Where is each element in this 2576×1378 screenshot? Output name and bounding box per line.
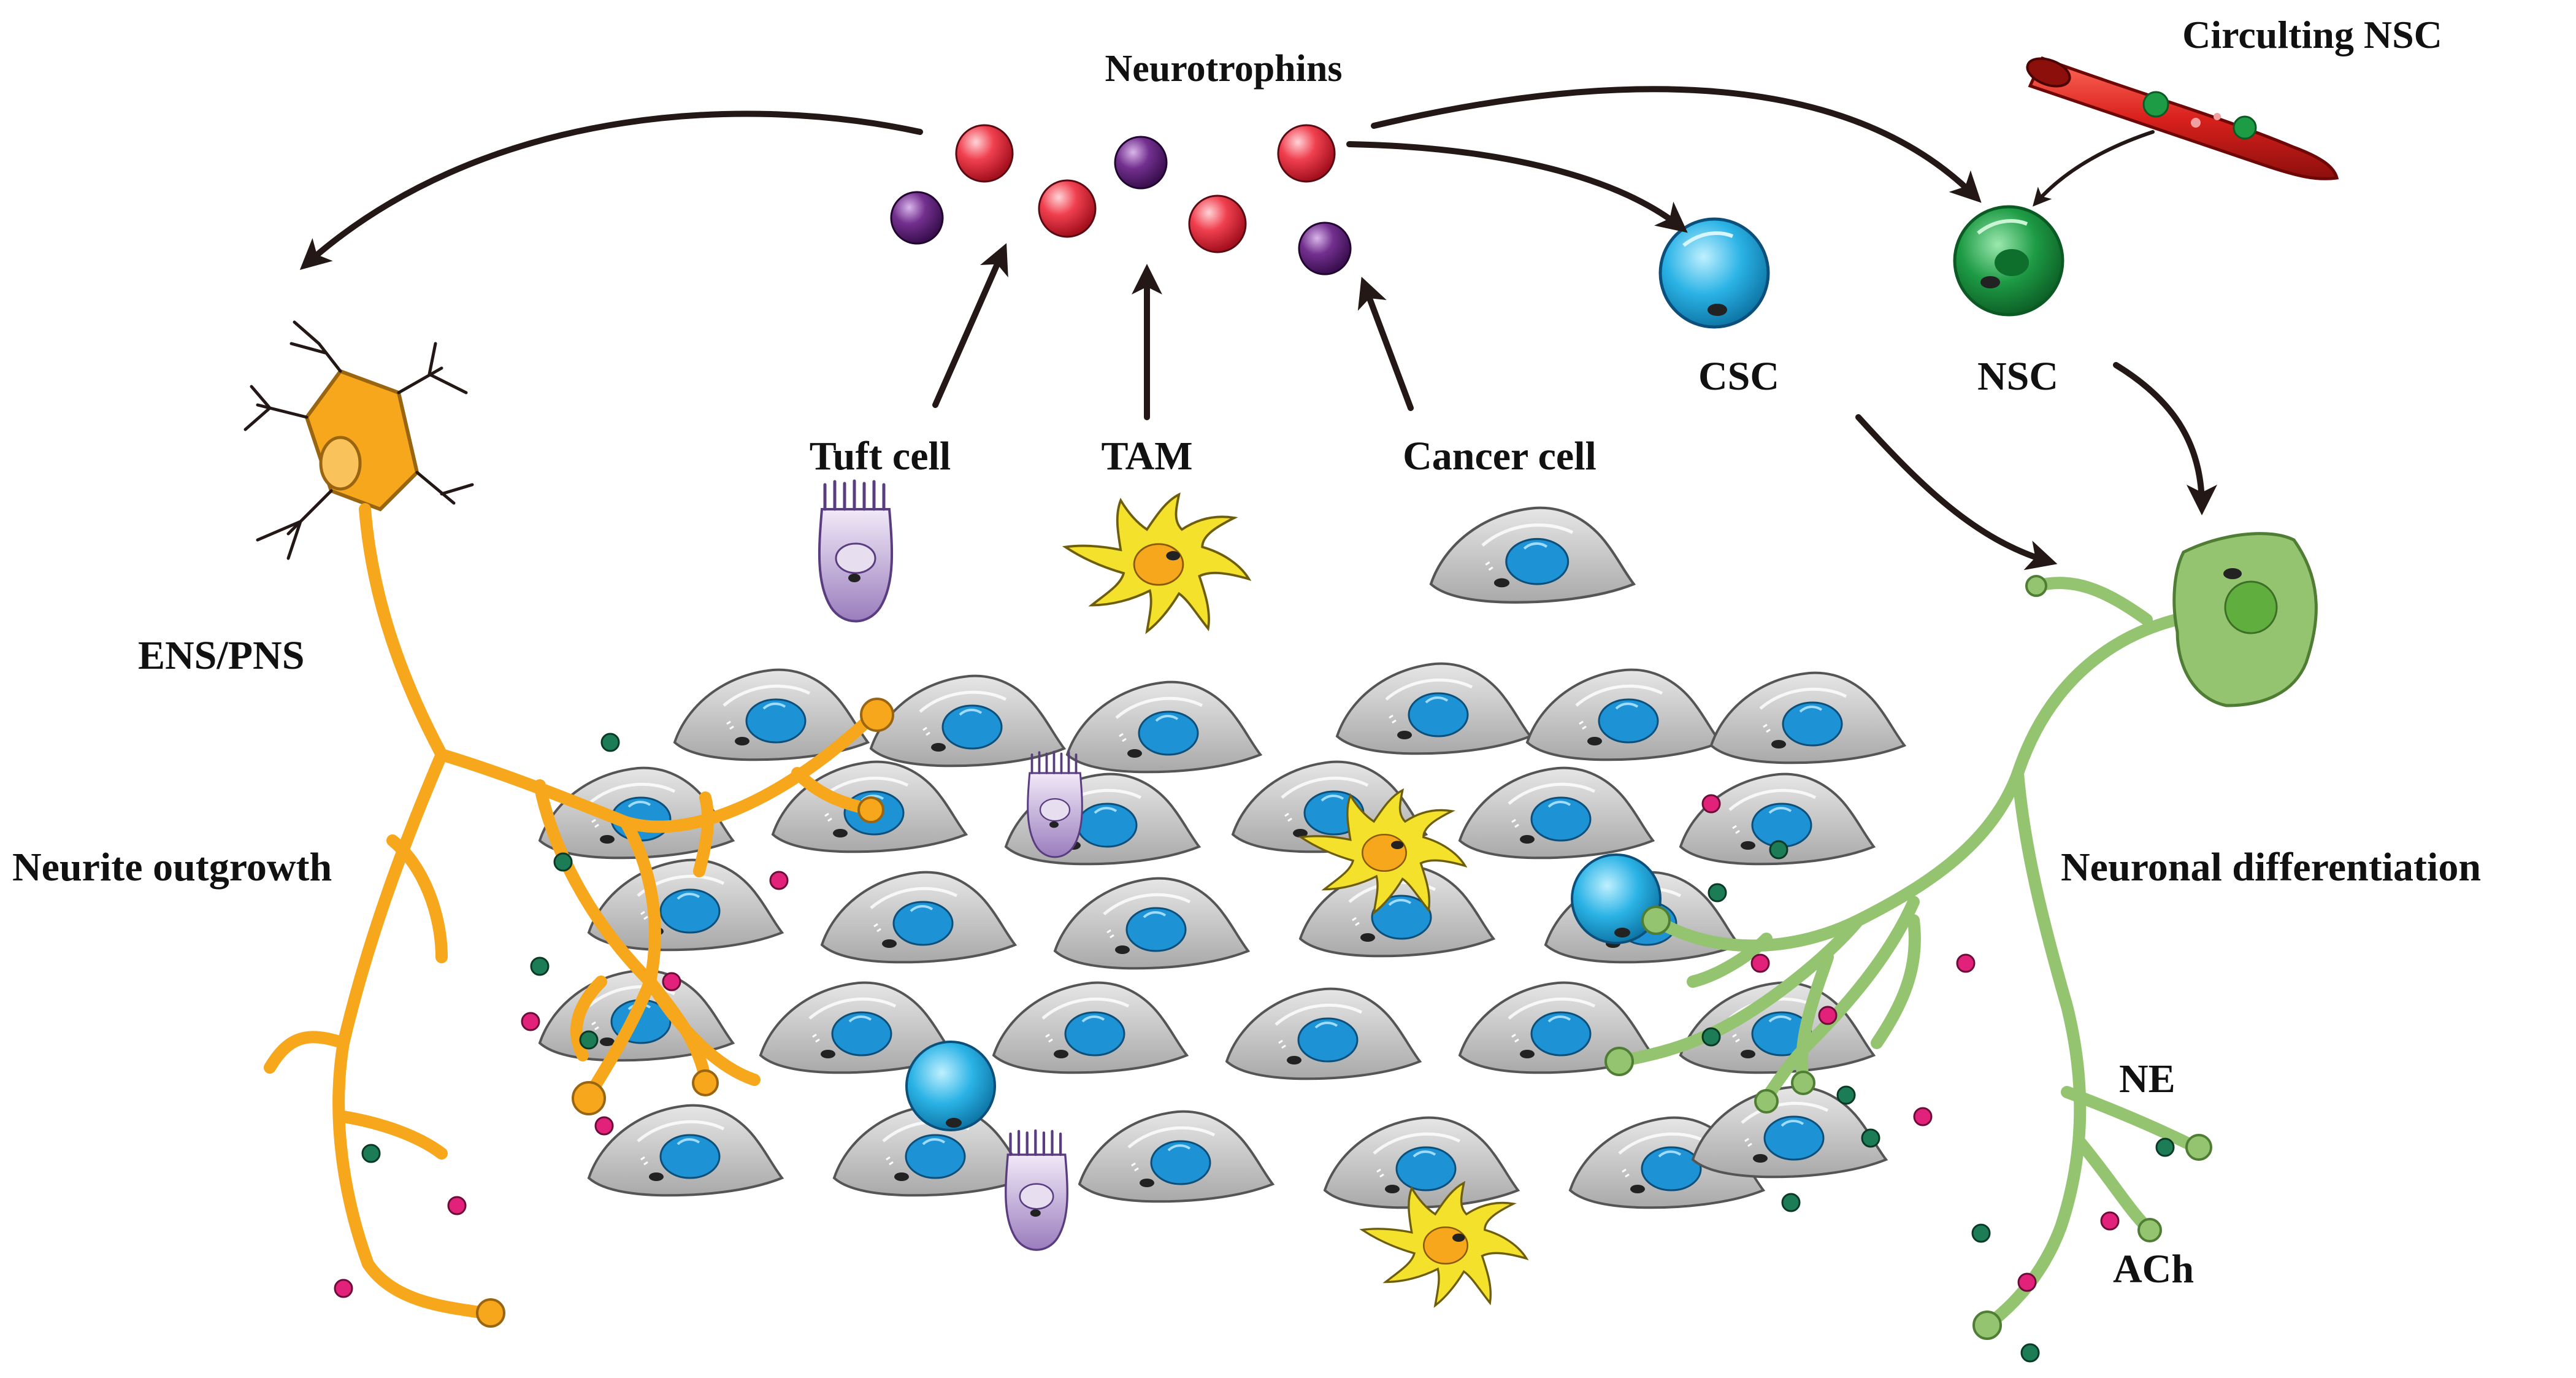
arrow-to-csc [1346,141,1688,233]
cancer-cell-icon [1711,673,1904,763]
ach-label: ACh [2113,1247,2194,1291]
stem-cell-icon [1658,217,1770,329]
tuft-cell-icon [1006,1131,1067,1250]
neurotrophin-particle-icon [890,136,1352,275]
csc-cell [1658,217,1770,329]
diagram-labels: Neurotrophins Circulting NSC CSC NSC Tuf… [12,13,2481,1291]
tuft-cell-icon [819,481,892,622]
arrow-to-ens-pns [299,110,923,270]
cancer-cell-icon [1067,682,1260,772]
tam-label: TAM [1101,434,1192,479]
pathway-arrows [299,86,2217,571]
cancer-cell-icon [994,983,1187,1073]
stem-cell-icon [1571,853,1662,944]
arrow-nsc-to-neuron [2113,362,2217,515]
neurotrophins-label: Neurotrophins [1105,48,1342,90]
ens-pns-label: ENS/PNS [138,633,304,678]
nsc-cell [1953,205,2064,317]
tuft-cell-icon [1026,750,1084,858]
arrow-to-nsc [1371,86,1982,203]
ne-label: NE [2119,1057,2175,1101]
tuft-cell-label: Tuft cell [810,434,951,479]
arrow-tuft-to-neurotrophins [932,243,1008,408]
cancer-cell-icon [1079,1112,1273,1202]
cancer-cell-icon [1431,508,1634,602]
cancer-cell-icon [1055,879,1248,969]
ens-pns-neuron [243,320,894,1328]
neurotrophin-particle-icon [955,124,1336,253]
csc-label: CSC [1698,354,1779,399]
neurotransmitter-dot-icon [334,794,2120,1298]
cancer-cell-icon [1325,1118,1518,1208]
neuronal-differentiation-label: Neuronal differentiation [2061,845,2481,890]
cancer-cell-icon [822,872,1015,963]
arrow-vessel-to-nsc [2033,130,2155,207]
cancer-cell-icon [1227,989,1420,1079]
neurotransmitter-dots [334,733,2175,1363]
cancer-cell-icon [1693,1087,1886,1177]
blood-vessel-icon [2026,56,2339,180]
arrow-cancer-to-neurotrophins [1357,276,1414,411]
cancer-cell-icon [871,676,1064,766]
tam-icon [1064,493,1251,633]
stem-cell-icon [905,1041,996,1131]
cancer-cell-icon [1460,768,1653,858]
cancer-cell-label: Cancer cell [1403,434,1597,479]
differentiated-neuron [1604,532,2318,1340]
circulating-nsc-label: Circulting NSC [2182,13,2442,56]
cancer-cell-icon [589,1106,782,1196]
cancer-cell-icon [1527,670,1720,760]
neurotransmitter-dot-icon [361,733,2175,1363]
cancer-cell-icon [1337,664,1530,754]
nsc-label: NSC [1977,354,2058,399]
neurite-outgrowth-label: Neurite outgrowth [12,845,332,890]
arrow-csc-to-neuron [1855,414,2058,571]
neurotrophin-cluster [890,124,1352,275]
